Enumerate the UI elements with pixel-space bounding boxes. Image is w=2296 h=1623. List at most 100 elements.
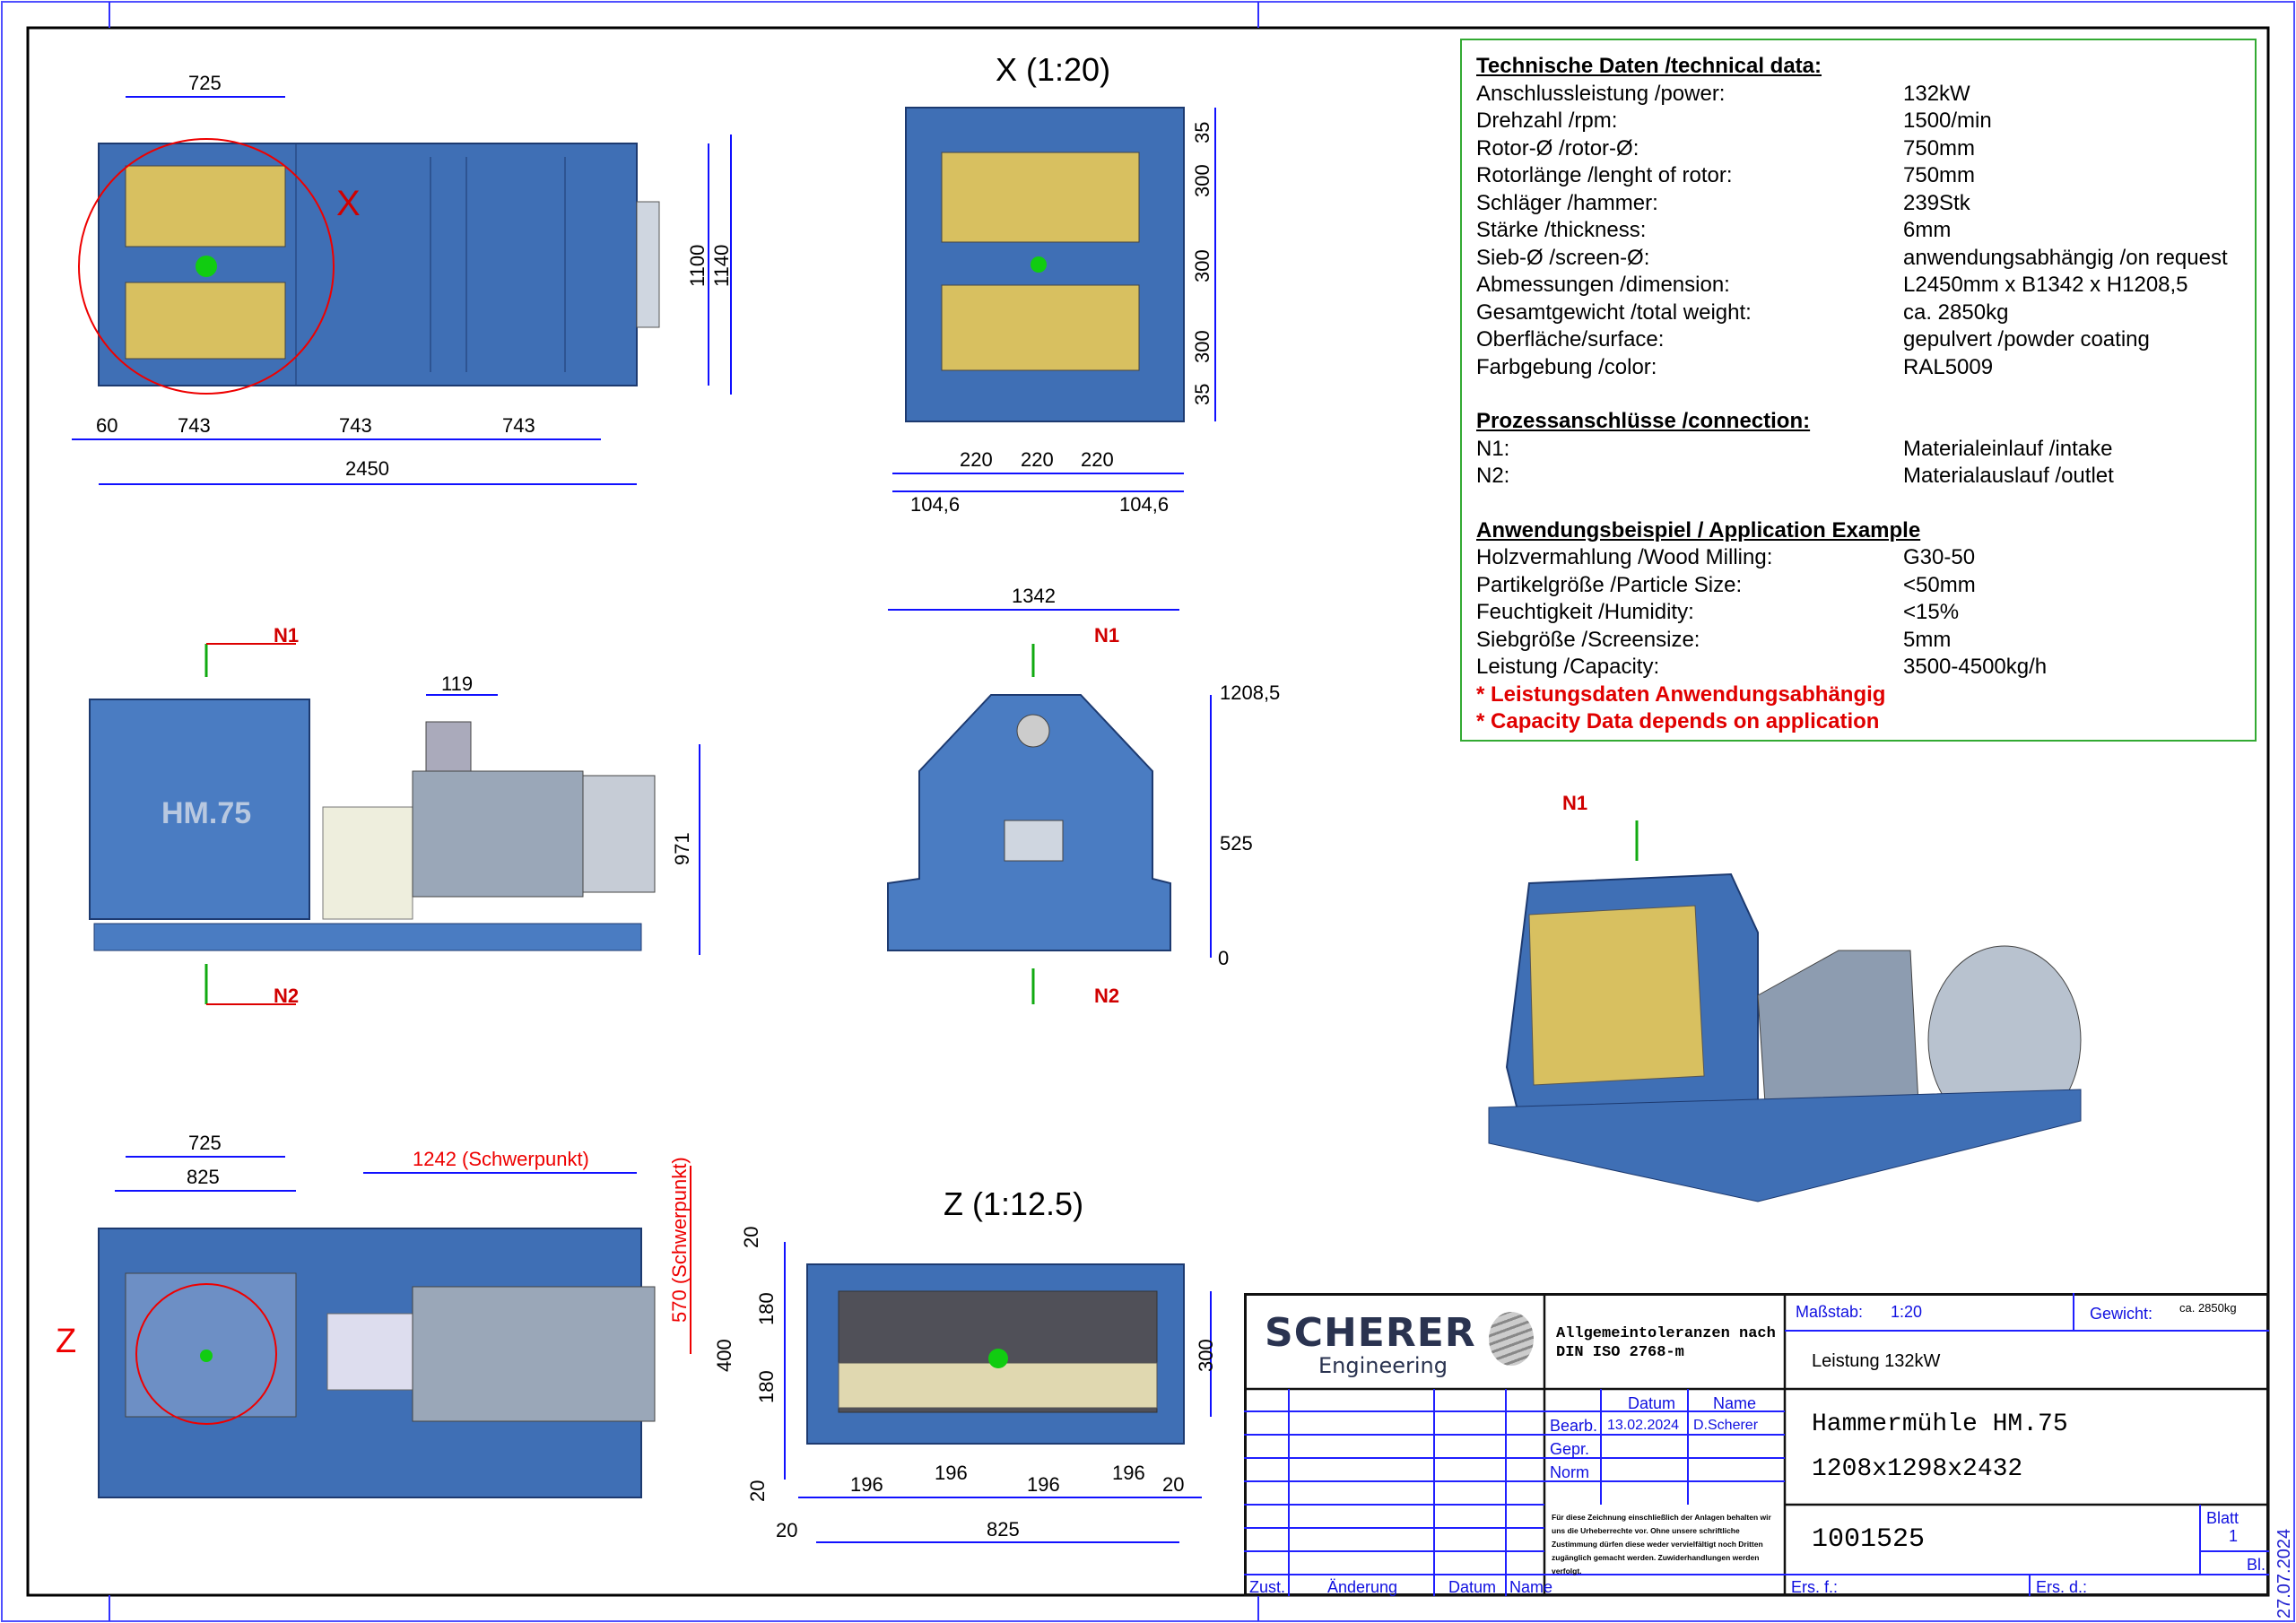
spec-row: Schläger /hammer: 239Stk xyxy=(1476,190,2240,218)
spec-label: N2: xyxy=(1476,464,1510,488)
scherer-logo: SCHERER Engineering xyxy=(1265,1310,1476,1379)
dim-525: 525 xyxy=(1220,832,1253,855)
bearb-label: Bearb. xyxy=(1550,1417,1598,1435)
drawing-title: Hammermühle HM.75 xyxy=(1812,1410,2068,1438)
aenderung-header: Änderung xyxy=(1327,1578,1398,1596)
power-value: Leistung 132kW xyxy=(1812,1351,1941,1371)
datum-header: Datum xyxy=(1628,1394,1676,1412)
spec-label: Drehzahl /rpm: xyxy=(1476,108,1618,133)
spec-value: 239Stk xyxy=(1903,190,1970,215)
scale-value: 1:20 xyxy=(1891,1303,1923,1321)
spec-value: 3500-4500kg/h xyxy=(1903,655,2048,679)
norm-label: Norm xyxy=(1550,1463,1589,1481)
spec-label: Rotor-Ø /rotor-Ø: xyxy=(1476,135,1639,161)
dim-743: 743 xyxy=(339,414,372,437)
blatt-label: Blatt xyxy=(2206,1509,2239,1527)
spec-row: Leistung /Capacity: 3500-4500kg/h xyxy=(1476,654,2240,681)
dim-300: 300 xyxy=(1191,164,1213,197)
spec-value: Materialauslauf /outlet xyxy=(1903,464,2114,488)
title-block: SCHERER Engineering Allgemeintoleranzen … xyxy=(1244,1293,2269,1596)
spec-value: G30-50 xyxy=(1903,545,1976,569)
dim-570-schwerpunkt: 570 (Schwerpunkt) xyxy=(668,1157,691,1323)
dim-300: 300 xyxy=(1191,249,1213,282)
spec-label: Oberfläche/surface: xyxy=(1476,327,1665,352)
dim-180: 180 xyxy=(755,1292,778,1325)
spec-value: <50mm xyxy=(1903,572,1976,597)
dim-743: 743 xyxy=(502,414,535,437)
dim-825: 825 xyxy=(187,1166,220,1188)
technical-data-box: Technische Daten /technical data: Anschl… xyxy=(1460,39,2257,742)
spec-label: Sieb-Ø /screen-Ø: xyxy=(1476,245,1650,270)
spec-value: 750mm xyxy=(1903,163,1976,187)
gear-icon xyxy=(1489,1312,1534,1366)
dim-196: 196 xyxy=(850,1473,883,1496)
detail-circle-x xyxy=(78,138,335,395)
name-header: Name xyxy=(1713,1394,1757,1412)
spec-value: 5mm xyxy=(1903,627,1952,652)
dim-725: 725 xyxy=(188,72,222,94)
gepr-label: Gepr. xyxy=(1550,1440,1590,1458)
spec-value: L2450mm x B1342 x H1208,5 xyxy=(1903,273,2188,297)
dim-35: 35 xyxy=(1191,122,1213,143)
spec-value: <15% xyxy=(1903,600,1960,624)
drawing-size: 1208x1298x2432 xyxy=(1812,1455,2023,1483)
weight-label: Gewicht: xyxy=(2090,1305,2153,1323)
callout-z-label: Z xyxy=(56,1323,76,1360)
dim-20: 20 xyxy=(776,1519,797,1541)
drawing-frame xyxy=(26,26,2270,1597)
capacity-note-en: * Capacity Data depends on application xyxy=(1476,709,1880,733)
end-view: 1342 N1 1208,5 525 0 N2 xyxy=(887,585,1280,1007)
dim-180: 180 xyxy=(755,1370,778,1403)
spec-row: Oberfläche/surface: gepulvert /powder coa… xyxy=(1476,326,2240,354)
spec-label: Siebgröße /Screensize: xyxy=(1476,627,1700,652)
application-heading: Anwendungsbeispiel / Application Example xyxy=(1476,517,1921,542)
spec-value: Materialeinlauf /intake xyxy=(1903,436,2113,461)
spec-value: 750mm xyxy=(1903,135,1976,161)
spec-label: Leistung /Capacity: xyxy=(1476,655,1660,679)
connection-heading: Prozessanschlüsse /connection: xyxy=(1476,409,1811,433)
dim-400: 400 xyxy=(713,1339,735,1372)
dim-1242-schwerpunkt: 1242 (Schwerpunkt) xyxy=(413,1148,589,1170)
spec-row: Rotor-Ø /rotor-Ø: 750mm xyxy=(1476,135,2240,163)
front-view-x: X (1:20) 35 300 300 300 35 220 220 220 1… xyxy=(892,51,1216,516)
dim-743: 743 xyxy=(178,414,211,437)
dim-60: 60 xyxy=(96,414,117,437)
tech-heading: Technische Daten /technical data: xyxy=(1476,54,1822,78)
n2-label: N2 xyxy=(274,985,299,1007)
copyright-note: Für diese Zeichnung einschließlich der A… xyxy=(1552,1513,1771,1575)
dim-196: 196 xyxy=(1027,1473,1060,1496)
n2-label: N2 xyxy=(1094,985,1119,1007)
dim-725: 725 xyxy=(188,1132,222,1154)
spec-row: Feuchtigkeit /Humidity:<15% xyxy=(1476,599,2240,627)
dim-20: 20 xyxy=(1162,1473,1184,1496)
detail-circle-z xyxy=(135,1283,277,1425)
spec-label: Schläger /hammer: xyxy=(1476,190,1658,215)
n1-label: N1 xyxy=(274,624,299,647)
dim-196: 196 xyxy=(935,1462,968,1484)
capacity-note-de: * Leistungsdaten Anwendungsabhängig xyxy=(1476,681,1886,707)
dim-220: 220 xyxy=(960,448,993,471)
dim-1342: 1342 xyxy=(1012,585,1056,607)
spec-label: Holzvermahlung /Wood Milling: xyxy=(1476,545,1773,569)
dim-104-6: 104,6 xyxy=(910,493,960,516)
spec-label: Rotorlänge /lenght of rotor: xyxy=(1476,163,1733,187)
spec-label: Gesamtgewicht /total weight: xyxy=(1476,299,1752,325)
spec-label: Abmessungen /dimension: xyxy=(1476,273,1730,297)
title-block-grid xyxy=(1244,1293,2269,1596)
spec-label: N1: xyxy=(1476,436,1510,461)
dim-1208-5: 1208,5 xyxy=(1220,681,1280,704)
dim-1140: 1140 xyxy=(710,245,733,287)
spec-value: gepulvert /powder coating xyxy=(1903,327,2150,352)
spec-row: Anschlussleistung /power:132kW xyxy=(1476,81,2240,108)
callout-x-label: X xyxy=(336,184,361,223)
spec-value: ca. 2850kg xyxy=(1903,299,2009,325)
spec-label: Stärke /thickness: xyxy=(1476,218,1647,242)
spec-row: N2: Materialauslauf /outlet xyxy=(1476,463,2240,490)
logo-text: SCHERER xyxy=(1265,1310,1476,1356)
dim-0: 0 xyxy=(1218,947,1229,969)
ers-d-label: Ers. d.: xyxy=(2036,1578,2088,1596)
blatt-number: 1 xyxy=(2229,1527,2239,1545)
spec-label: Anschlussleistung /power: xyxy=(1476,81,1726,106)
date-stamp: 27.07.2024 xyxy=(2274,1529,2294,1619)
